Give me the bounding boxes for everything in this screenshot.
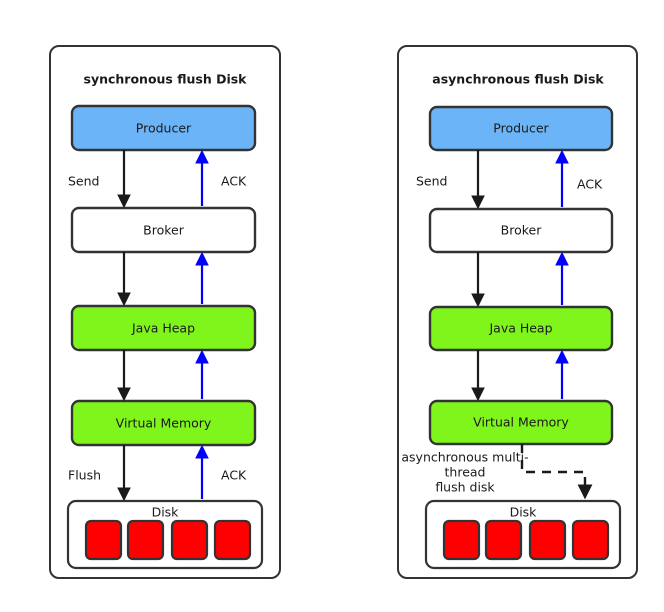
disk-cell-synchronous-1 bbox=[84, 519, 123, 561]
edge-label-ack-disk-synchronous: ACK bbox=[221, 468, 247, 483]
node-disk-label-synchronous: Disk bbox=[152, 505, 180, 520]
disk-cell-asynchronous-4 bbox=[571, 519, 610, 561]
disk-cell-asynchronous-3 bbox=[528, 519, 567, 561]
disk-cell-asynchronous-2 bbox=[484, 519, 523, 561]
edge-label-ack-broker-synchronous: ACK bbox=[221, 174, 247, 189]
node-producer-label-asynchronous: Producer bbox=[493, 121, 549, 136]
node-producer-synchronous[interactable] bbox=[70, 104, 257, 152]
disk-cell-synchronous-3 bbox=[170, 519, 209, 561]
node-java-heap-synchronous[interactable] bbox=[70, 304, 257, 352]
node-broker-asynchronous[interactable] bbox=[428, 207, 614, 254]
async-flush-line-1: asynchronous multi- bbox=[401, 450, 528, 465]
node-disk-label-asynchronous: Disk bbox=[510, 505, 538, 520]
node-broker-label-synchronous: Broker bbox=[143, 223, 185, 238]
node-producer-asynchronous[interactable] bbox=[428, 105, 614, 152]
node-producer-label-synchronous: Producer bbox=[136, 121, 192, 136]
node-broker-synchronous[interactable] bbox=[70, 206, 257, 254]
async-flush-line-3: flush disk bbox=[435, 480, 495, 495]
async-flush-line-2: thread bbox=[445, 465, 486, 480]
edge-label-ack-broker-asynchronous: ACK bbox=[577, 177, 603, 192]
disk-cell-synchronous-4 bbox=[213, 519, 252, 561]
edge-label-send-asynchronous: Send bbox=[416, 174, 447, 189]
node-java-heap-asynchronous[interactable] bbox=[428, 305, 614, 352]
node-virtual-memory-label-synchronous: Virtual Memory bbox=[116, 416, 212, 431]
node-virtual-memory-label-asynchronous: Virtual Memory bbox=[473, 415, 569, 430]
disk-cell-synchronous-2 bbox=[126, 519, 165, 561]
disk-cell-asynchronous-1 bbox=[442, 519, 481, 561]
edge-label-async-flush-asynchronous: asynchronous multi- thread flush disk bbox=[401, 450, 528, 495]
edge-label-send-synchronous: Send bbox=[68, 174, 99, 189]
node-java-heap-label-asynchronous: Java Heap bbox=[488, 321, 552, 336]
panel-asynchronous: asynchronous flush Disk Producer Broker … bbox=[397, 45, 638, 579]
edge-label-flush-synchronous: Flush bbox=[68, 468, 101, 483]
node-java-heap-label-synchronous: Java Heap bbox=[131, 321, 195, 336]
node-broker-label-asynchronous: Broker bbox=[501, 223, 543, 238]
node-virtual-memory-synchronous[interactable] bbox=[70, 399, 257, 447]
panel-synchronous: synchronous flush Disk Producer Broker J… bbox=[49, 45, 281, 579]
panel-title-synchronous: synchronous flush Disk bbox=[84, 72, 248, 87]
edge-async-flush-asynchronous bbox=[520, 444, 593, 500]
panel-title-asynchronous: asynchronous flush Disk bbox=[432, 72, 604, 87]
